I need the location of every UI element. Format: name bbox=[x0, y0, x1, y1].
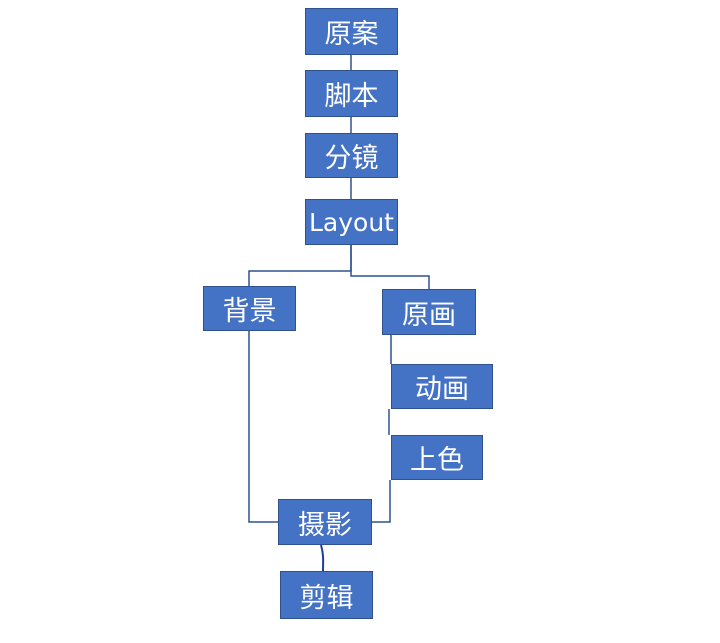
connector-shangse-sheying bbox=[372, 480, 391, 523]
connector-layout-yuanhua bbox=[350, 245, 430, 289]
node-fenjing: 分镜 bbox=[305, 133, 398, 178]
node-donghua: 动画 bbox=[391, 364, 493, 409]
node-jiaoben: 脚本 bbox=[305, 70, 398, 117]
node-shangse: 上色 bbox=[391, 435, 483, 480]
connector-sheying-jianji bbox=[320, 544, 325, 572]
node-beijing: 背景 bbox=[203, 286, 296, 331]
node-jianji: 剪辑 bbox=[280, 571, 373, 619]
node-yuanan: 原案 bbox=[305, 8, 398, 55]
connector-layout-beijing bbox=[248, 245, 352, 286]
node-layout: Layout bbox=[305, 199, 398, 245]
connector-beijing-sheying bbox=[248, 331, 278, 523]
node-sheying: 摄影 bbox=[278, 499, 372, 545]
node-yuanhua: 原画 bbox=[382, 289, 476, 335]
